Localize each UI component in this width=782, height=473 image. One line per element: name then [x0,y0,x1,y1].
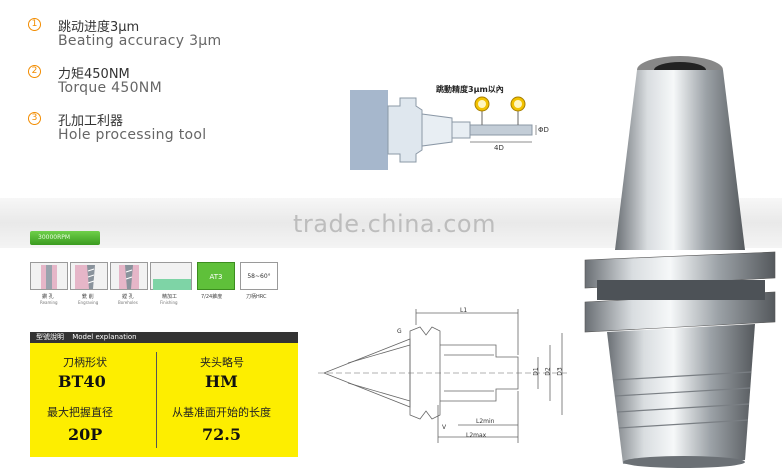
runout-diagram [350,90,537,170]
dim-L2max: L2max [466,432,487,439]
shank-label: 刀柄形状 [63,356,107,369]
feature-number: 2 [28,65,41,78]
engraving-icon [75,265,95,289]
grip-label: 最大把握直径 [47,406,113,419]
tile-hrc-value: 58~60° [247,273,271,280]
feature-number: 1 [28,18,41,31]
tile-at3: AT3 [197,262,235,290]
tile-caption: 精加工 [162,294,178,300]
model-divider [156,352,157,448]
model-header-en: Model explanation [72,333,137,341]
feature-title-cn: 跳动进度3μm [58,20,140,35]
grip-value: 20P [68,425,103,444]
tile-subcaption: Finishing [160,300,178,305]
length-label: 从基准面开始的长度 [172,406,271,419]
tile-caption: 鑽 孔 [42,294,54,300]
tile-subcaption: Engraving [78,300,99,305]
rpm-badge: 30000RPM [30,231,100,245]
tile-caption: 7/24錐度 [201,294,223,300]
feature-title-cn: 孔加工利器 [58,114,124,129]
feature-number: 3 [28,112,41,125]
runout-caption: 跳動精度3μm以內 [436,85,504,94]
tile-caption: 銑 削 [82,294,94,300]
model-header: 型號說明 Model explanation [30,332,298,343]
feature-title-en: Hole processing tool [58,127,207,143]
dim-D1: D1 [532,367,540,376]
tile-engraving [70,262,108,290]
tool-holder-image [584,56,776,468]
dim-G: G [397,328,402,335]
tile-caption: 刀柄HRC [246,294,267,300]
boreholes-icon [119,265,139,289]
model-header-cn: 型號說明 [36,333,64,341]
technical-drawing [318,309,568,443]
feature-title-cn: 力矩450NM [58,67,130,82]
reaming-icon [41,265,57,289]
tile-subcaption: Reaming [40,300,58,305]
feature-title-en: Beating accuracy 3μm [58,33,222,49]
dim-D3: D3 [556,367,564,376]
dim-length-label: 4D [494,144,504,152]
tile-at3-value: AT3 [209,273,223,281]
dim-V: V [442,424,447,431]
shank-value: BT40 [58,372,106,391]
watermark: trade.china.com [293,210,496,238]
head-value: HM [205,372,238,391]
dim-L2min: L2min [476,418,495,425]
tile-boreholes [110,262,148,290]
dim-L1: L1 [460,307,468,314]
tile-reaming [30,262,68,290]
head-label: 夹头略号 [200,356,244,369]
tile-hrc: 58~60° [240,262,278,290]
model-card [30,343,298,457]
feature-title-en: Torque 450NM [58,80,162,96]
length-value: 72.5 [202,425,241,444]
dim-D2: D2 [544,367,552,376]
tile-subcaption: Boreholes [118,300,138,305]
tile-caption: 鏜 孔 [122,294,134,300]
dim-dia-label: ΦD [538,126,549,134]
tile-finishing [150,262,192,290]
finishing-icon [153,279,191,290]
